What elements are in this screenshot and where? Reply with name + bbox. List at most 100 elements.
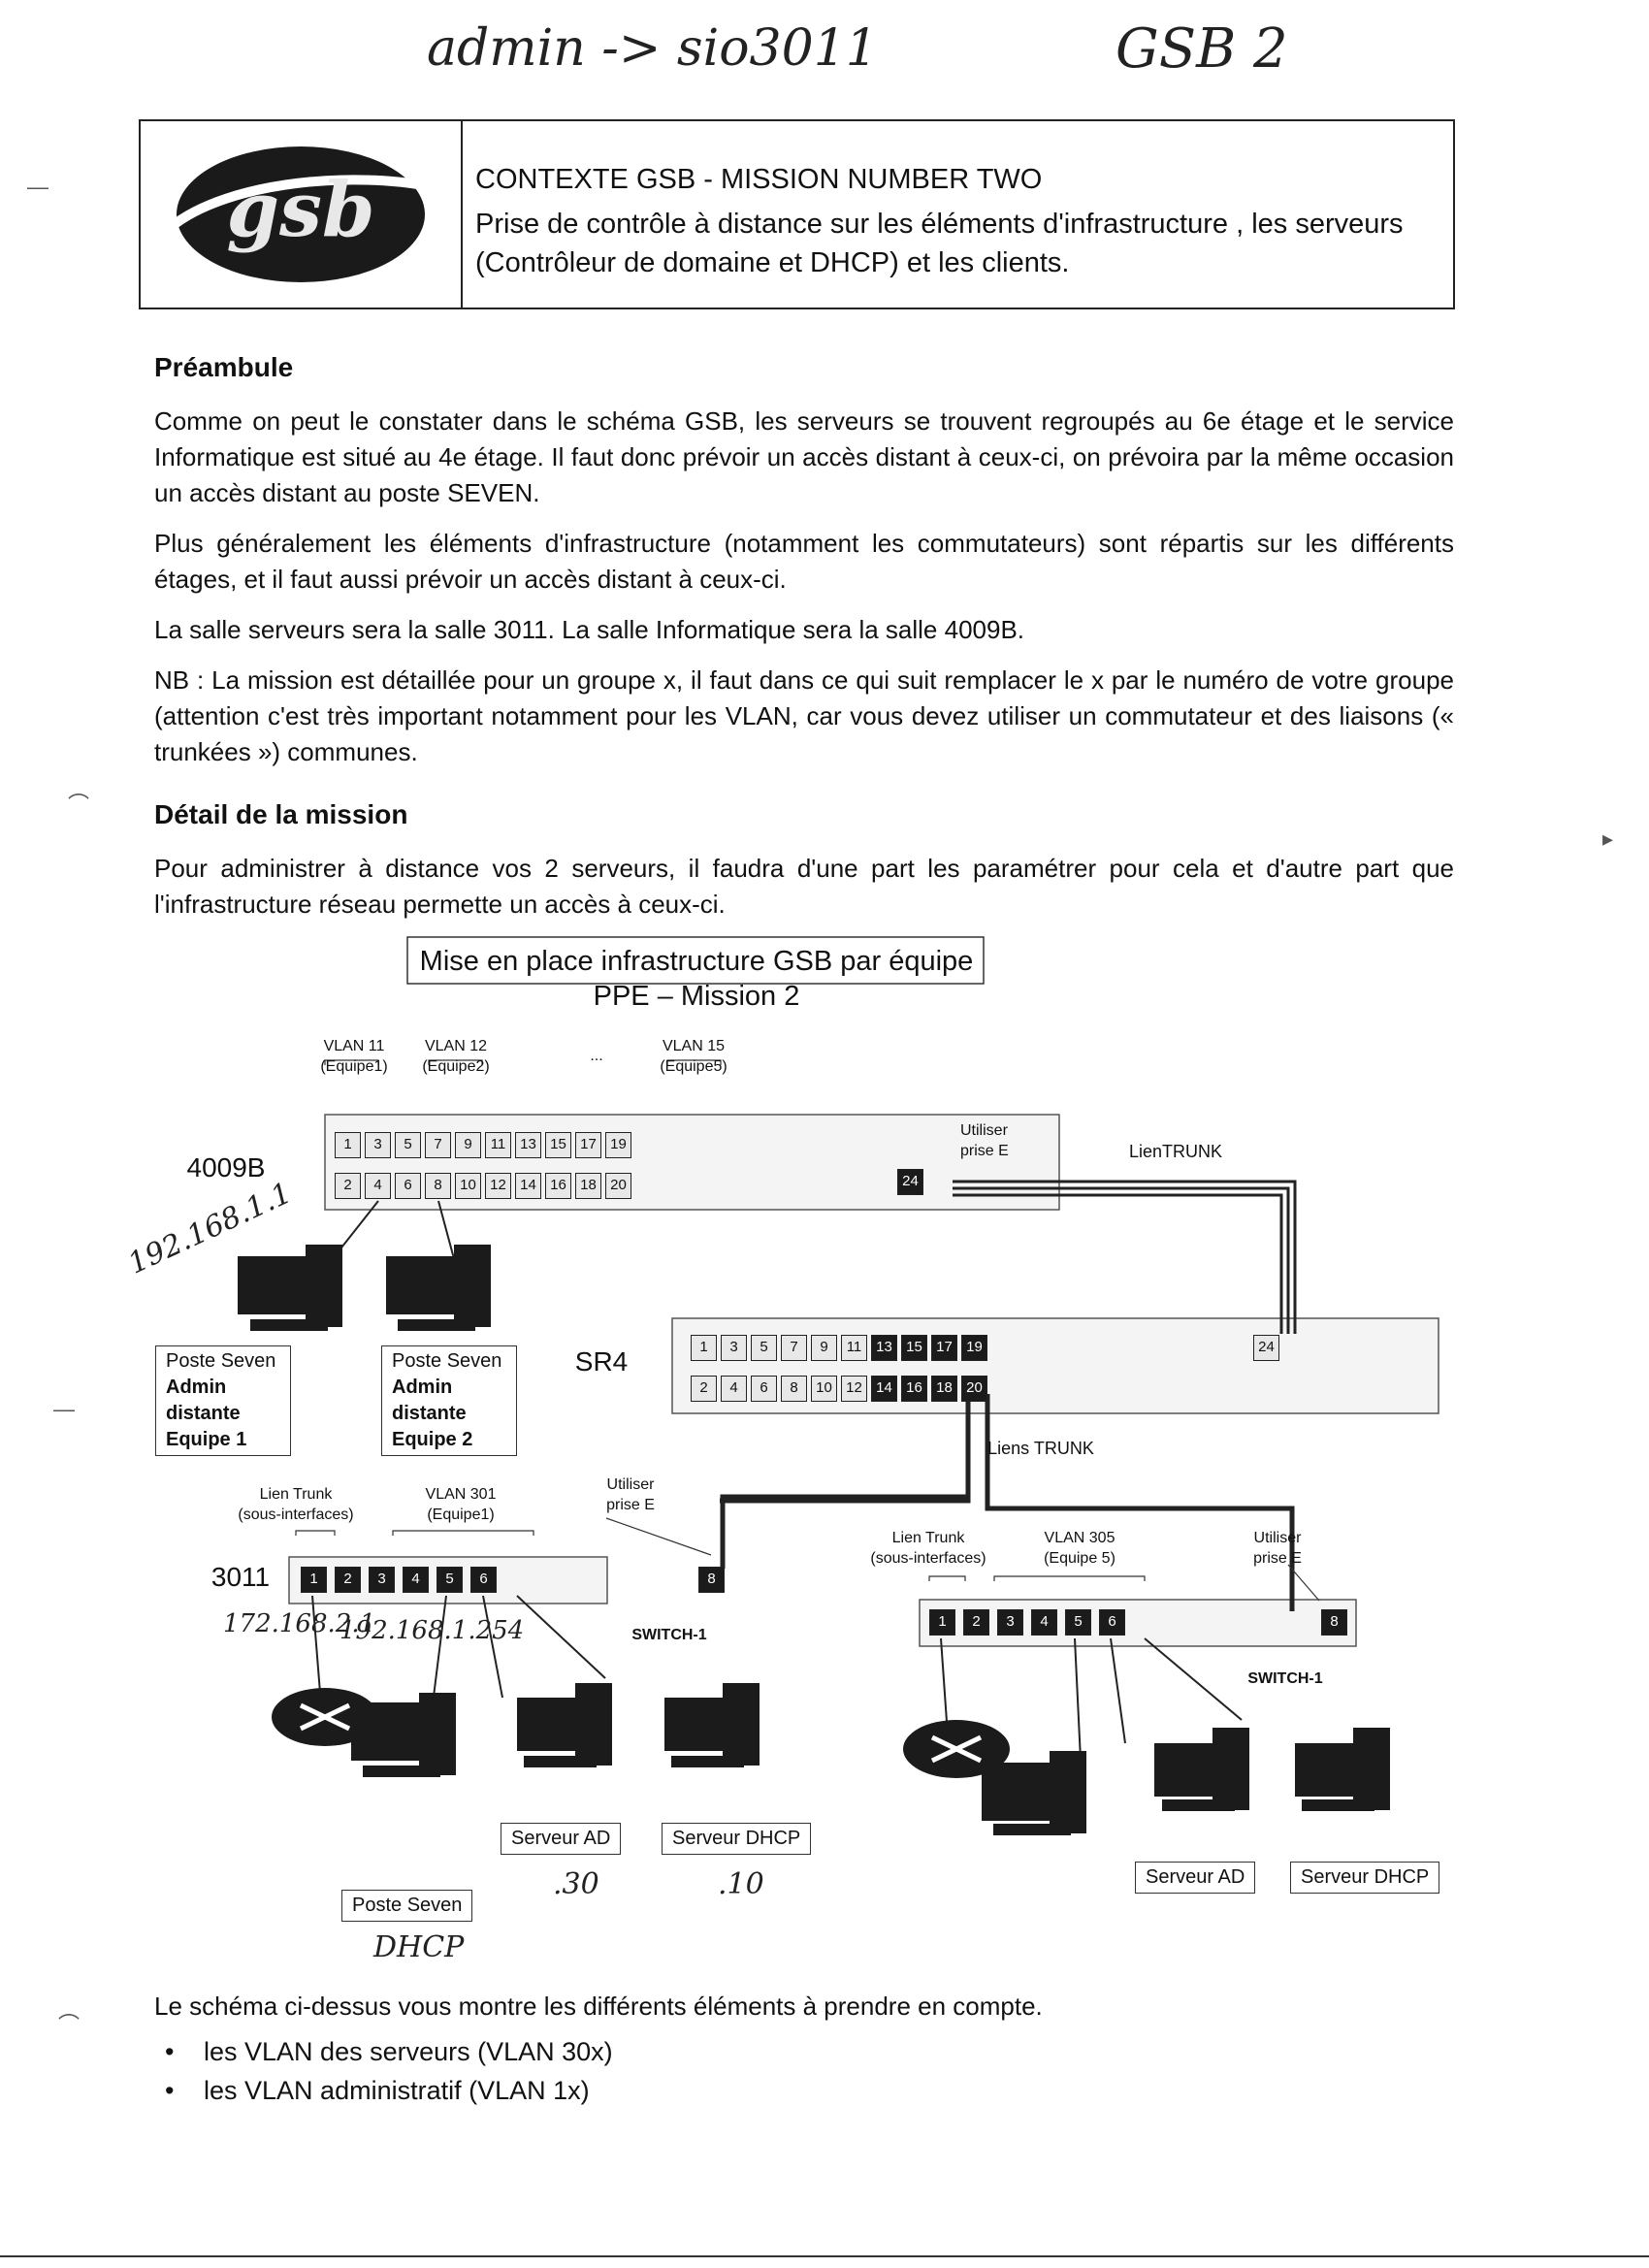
switch-port: 18	[575, 1173, 601, 1199]
conclusion-intro-text: Le schéma ci-dessus vous montre les diff…	[154, 1992, 1043, 2021]
conclusion-list: les VLAN des serveurs (VLAN 30x) les VLA…	[165, 2032, 613, 2110]
lien-trunk-right-label: Lien Trunk(sous-interfaces)	[870, 1530, 986, 1567]
switch-port: 16	[901, 1376, 927, 1402]
network-diagram: Mise en place infrastructure GSB par équ…	[123, 926, 1465, 1964]
header-box: gsb CONTEXTE GSB - MISSION NUMBER TWO Pr…	[139, 119, 1455, 309]
switch-port: 4	[365, 1173, 391, 1199]
switch-port: 7	[425, 1132, 451, 1158]
lien-trunk-left-label: Lien Trunk(sous-interfaces)	[238, 1486, 354, 1523]
switch-port: 1	[691, 1335, 717, 1361]
switch-port: 12	[841, 1376, 867, 1402]
sr4-label: SR4	[574, 1346, 629, 1377]
switch-port: 8	[425, 1173, 451, 1199]
switch-port: 9	[811, 1335, 837, 1361]
switch-port: 8	[781, 1376, 807, 1402]
ellipsis-label: ...	[590, 1048, 603, 1064]
diagram-lines	[238, 936, 1439, 1835]
logo-text: gsb	[227, 166, 375, 254]
vlan15-label: VLAN 15(Equipe5)	[660, 1038, 728, 1075]
vlan12-label: VLAN 12(Equipe2)	[422, 1038, 490, 1075]
switch-port: 4	[721, 1376, 747, 1402]
switch-port: 14	[515, 1173, 541, 1199]
switch-port: 12	[485, 1173, 511, 1199]
switch-port: 19	[605, 1132, 631, 1158]
detail-body: Pour administrer à distance vos 2 serveu…	[154, 851, 1454, 937]
switch-port: 6	[1099, 1609, 1125, 1636]
handwritten-ip-router: 172.168.2.1	[223, 1609, 376, 1638]
switch-port: 11	[485, 1132, 511, 1158]
switch-port: 10	[455, 1173, 481, 1199]
switch-port: 9	[455, 1132, 481, 1158]
handwritten-dhcp-suffix: .10	[718, 1867, 764, 1901]
switch-port: 3	[365, 1132, 391, 1158]
router-icon-right	[903, 1720, 1010, 1778]
detail-heading: Détail de la mission	[154, 799, 408, 829]
switch-port: 2	[963, 1609, 989, 1636]
handwritten-dhcp-note: DHCP	[373, 1930, 465, 1964]
switch-port: 8	[1321, 1609, 1347, 1636]
handwritten-ip-router2: 192.168.1.254	[340, 1616, 525, 1645]
switch-port: 3	[721, 1335, 747, 1361]
margin-mark: ⌒	[58, 2013, 81, 2037]
margin-mark: ⌒	[68, 793, 90, 817]
switch-port: 8	[698, 1567, 725, 1593]
switch-port: 6	[751, 1376, 777, 1402]
switch-port: 11	[841, 1335, 867, 1361]
liens-trunk-label: Liens TRUNK	[987, 1439, 1094, 1458]
switch-port: 7	[781, 1335, 807, 1361]
preambule-p1: Comme on peut le constater dans le schém…	[154, 406, 1454, 507]
bottom-rule	[0, 2255, 1649, 2257]
switch-port: 2	[691, 1376, 717, 1402]
switch-port: 6	[395, 1173, 421, 1199]
margin-mark: ▸	[1602, 826, 1614, 851]
gsb-logo: gsb	[166, 146, 443, 282]
lien-trunk-label: LienTRUNK	[1128, 1142, 1223, 1161]
switch-port: 16	[545, 1173, 571, 1199]
conclusion-intro: Le schéma ci-dessus vous montre les diff…	[154, 1989, 1454, 2039]
vlan11-label: VLAN 11(Equipe1)	[320, 1038, 388, 1075]
switch-port: 3	[369, 1567, 395, 1593]
switch-port: 5	[395, 1132, 421, 1158]
switch1-right-label: SWITCH-1	[1247, 1670, 1323, 1687]
serveur-ad-label: Serveur AD	[501, 1823, 622, 1855]
preambule-p3: La salle serveurs sera la salle 3011. La…	[154, 615, 1025, 644]
switch-port: 19	[961, 1335, 987, 1361]
switch-port: 24	[897, 1169, 923, 1195]
handwritten-ad-suffix: .30	[553, 1867, 599, 1901]
switch-port: 24	[1253, 1335, 1279, 1361]
preambule-p4: NB : La mission est détaillée pour un gr…	[154, 665, 1454, 766]
switch-port: 14	[871, 1376, 897, 1402]
preambule-p2: Plus généralement les éléments d'infrast…	[154, 529, 1454, 594]
logo-cell: gsb	[141, 121, 463, 308]
list-item: les VLAN des serveurs (VLAN 30x)	[165, 2032, 613, 2071]
switch-port: 13	[515, 1132, 541, 1158]
switch-port: 5	[751, 1335, 777, 1361]
serveur-dhcp-label: Serveur DHCP	[662, 1823, 812, 1855]
switch-port: 20	[961, 1376, 987, 1402]
switch-port: 17	[931, 1335, 957, 1361]
switch-port: 17	[575, 1132, 601, 1158]
switch-port: 15	[901, 1335, 927, 1361]
switch-port: 5	[1065, 1609, 1091, 1636]
diagram-title: Mise en place infrastructure GSB par équ…	[419, 946, 974, 1012]
serveur-ad-right-label: Serveur AD	[1135, 1862, 1256, 1894]
margin-mark: —	[53, 1397, 75, 1421]
switch-port: 1	[335, 1132, 361, 1158]
switch1-left-label: SWITCH-1	[631, 1627, 707, 1643]
switch-port: 15	[545, 1132, 571, 1158]
vlan301-label: VLAN 301(Equipe1)	[425, 1486, 497, 1523]
list-item: les VLAN administratif (VLAN 1x)	[165, 2071, 613, 2110]
handwritten-note-top: admin -> sio3011	[427, 19, 878, 78]
switch-port: 3	[997, 1609, 1023, 1636]
handwritten-note-gsb: GSB 2	[1116, 17, 1288, 81]
switch-port: 1	[301, 1567, 327, 1593]
serveur-dhcp-right-label: Serveur DHCP	[1290, 1862, 1440, 1894]
room-4009b: 4009B	[186, 1152, 266, 1183]
switch-port: 18	[931, 1376, 957, 1402]
header-title: CONTEXTE GSB - MISSION NUMBER TWO	[475, 164, 1043, 195]
detail-p1: Pour administrer à distance vos 2 serveu…	[154, 854, 1454, 919]
